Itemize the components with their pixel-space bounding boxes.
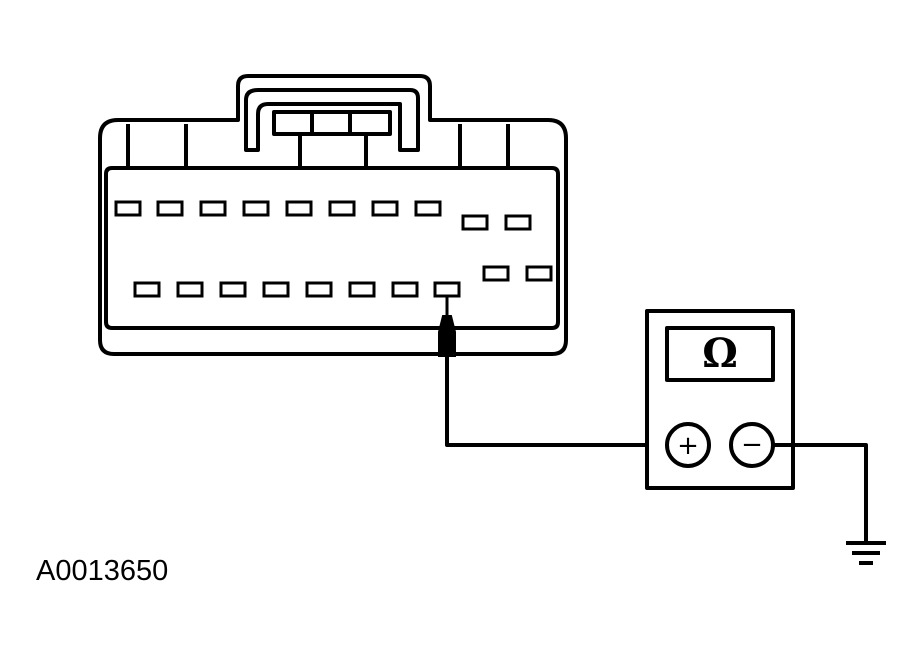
connector [98,74,568,356]
pin-upper-3 [199,200,227,217]
meter-display-symbol: Ω [702,330,738,377]
ground-lead-wire [773,443,868,541]
ground-symbol-icon [846,541,886,565]
pin-lower-3 [219,281,247,298]
pin-upper-4 [242,200,270,217]
connector-latch [244,88,420,152]
positive-terminal [665,422,711,468]
pin-lower-right-1 [482,265,510,282]
figure-id-label: A0013650 [36,555,169,587]
pin-lower-7 [391,281,419,298]
meter-display [665,326,775,382]
pin-lower-right-2 [525,265,553,282]
pin-lower-5 [305,281,333,298]
probe-tip-icon [438,296,456,357]
pin-lower-1 [133,281,161,298]
pin-lower-6 [348,281,376,298]
probe-lead-wire [445,356,666,447]
positive-terminal-label: + [677,431,699,461]
latch-lock-divider [310,112,352,134]
latch-lock [272,110,392,136]
latch-tab [298,134,368,168]
negative-terminal-label: − [741,430,763,460]
pin-upper-right-2 [504,214,532,231]
pin-lower-4 [262,281,290,298]
pin-upper-8 [414,200,442,217]
pin-upper-5 [285,200,313,217]
ohmmeter: Ω + − [645,309,795,490]
pin-lower-8 [433,281,461,298]
pin-upper-2 [156,200,184,217]
probe-body [438,315,456,357]
pin-upper-1 [114,200,142,217]
pin-upper-6 [328,200,356,217]
pin-upper-right-1 [461,214,489,231]
pin-upper-7 [371,200,399,217]
pin-lower-2 [176,281,204,298]
connector-face [104,166,560,330]
